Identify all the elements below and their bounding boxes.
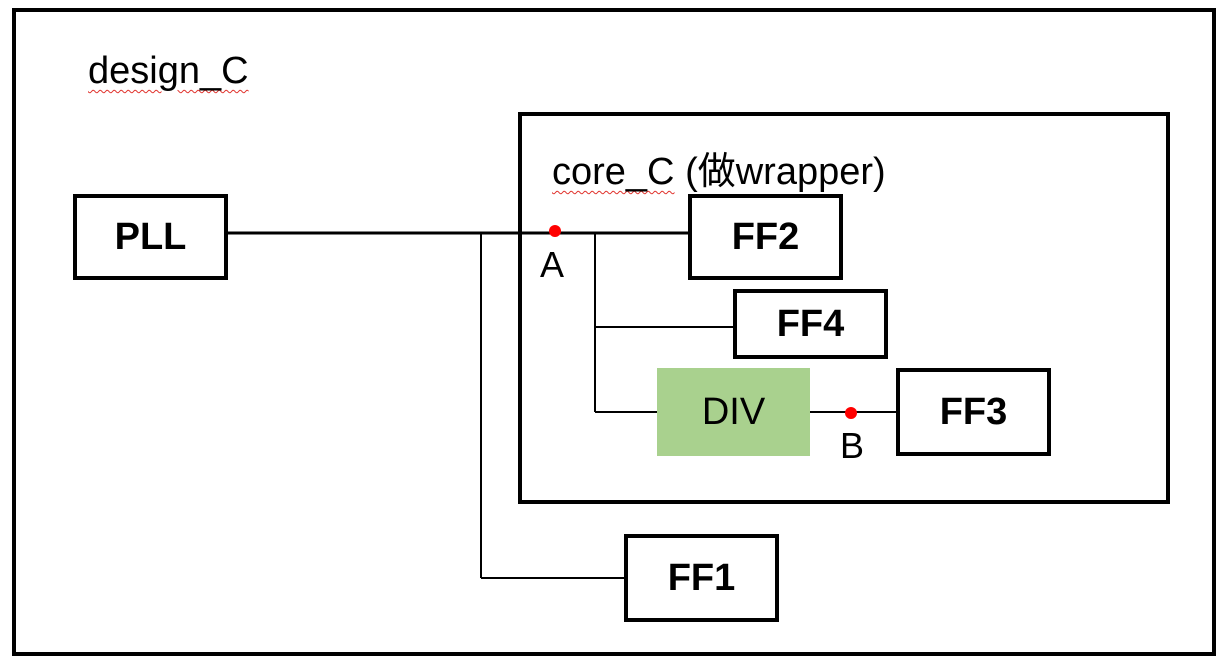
pll-block: PLL <box>73 194 228 280</box>
ff3-block: FF3 <box>896 368 1051 456</box>
design-title: design_C <box>88 50 249 93</box>
core-note: (做wrapper) <box>685 151 886 193</box>
core-frame <box>518 112 1170 504</box>
ff4-block: FF4 <box>733 289 888 359</box>
design-frame <box>12 8 1216 656</box>
point-a-label: A <box>540 244 565 285</box>
div-block: DIV <box>657 368 810 456</box>
ff2-block: FF2 <box>688 194 843 280</box>
point-b-marker <box>845 407 857 419</box>
core-name: core_C <box>552 151 675 193</box>
design-name: design_C <box>88 50 249 92</box>
core-title: core_C (做wrapper) <box>552 140 886 195</box>
point-a-marker <box>549 225 561 237</box>
point-b-label: B <box>840 425 865 466</box>
ff1-block: FF1 <box>624 534 779 622</box>
